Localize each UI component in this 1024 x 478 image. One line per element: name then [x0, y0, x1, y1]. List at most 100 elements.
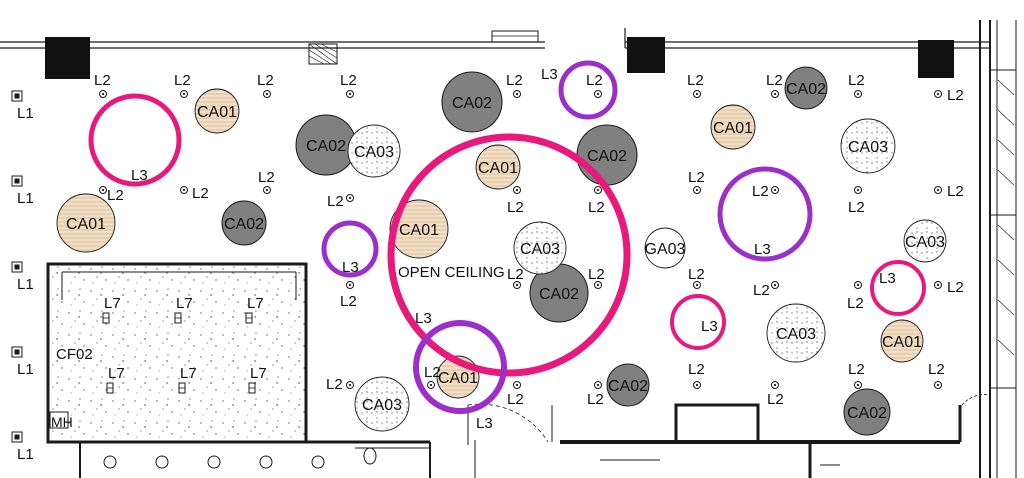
l2-label: L2	[947, 183, 964, 200]
l2-downlight-icon	[513, 90, 521, 98]
l2-label: L2	[847, 295, 864, 312]
markup-pink-circle	[670, 294, 726, 350]
l2-label: L2	[257, 72, 274, 89]
l2-label: L2	[947, 279, 964, 296]
ca03-label: CA03	[362, 397, 402, 414]
l2-label: L2	[327, 193, 344, 210]
l1-fixture-icon	[11, 346, 23, 358]
l2-label: L2	[507, 391, 524, 408]
light-fixtures	[11, 90, 942, 443]
l7-fixture-icon	[102, 312, 110, 324]
l7-fixture-icon	[106, 382, 114, 394]
ca01-label: CA01	[713, 120, 753, 137]
l2-downlight-icon	[513, 381, 521, 389]
l2-downlight-icon	[346, 194, 354, 202]
l2-downlight-icon	[99, 186, 107, 194]
l7-label: L7	[104, 295, 121, 312]
ca01-label: CA01	[438, 370, 478, 387]
l2-downlight-icon	[854, 186, 862, 194]
l2-label: L2	[94, 72, 111, 89]
l3-label: L3	[754, 241, 771, 258]
l3-label: L3	[476, 415, 493, 432]
ca03-cloud: CA03	[354, 376, 410, 432]
l1-label: L1	[17, 446, 34, 463]
ca02-cloud: CA02	[784, 66, 828, 110]
mh-label: MH	[51, 414, 73, 430]
l3-label: L3	[131, 167, 148, 184]
l2-downlight-icon	[346, 90, 354, 98]
markup-purple-circle	[413, 320, 507, 414]
l2-label: L2	[192, 185, 209, 202]
l2-label: L2	[588, 266, 605, 283]
ca02-label: CA02	[786, 81, 826, 98]
l2-downlight-icon	[771, 186, 779, 194]
ca01-cloud: CA01	[880, 319, 924, 363]
ca03-label: CA03	[905, 234, 945, 251]
ca03-cloud: CA03	[513, 221, 567, 275]
l2-downlight-icon	[934, 90, 942, 98]
l7-label: L7	[250, 365, 267, 382]
l2-label: L2	[107, 187, 124, 204]
ca02-cloud: CA02	[295, 114, 357, 176]
ca03-label: CA03	[520, 241, 560, 258]
l2-label: L2	[174, 72, 191, 89]
structural-columns	[45, 37, 954, 79]
l2-label: L2	[766, 72, 783, 89]
l2-downlight-icon	[346, 381, 354, 389]
l2-label: L2	[688, 361, 705, 378]
l2-downlight-icon	[693, 186, 701, 194]
l2-label: L2	[752, 183, 769, 200]
l2-downlight-icon	[180, 186, 188, 194]
open-ceiling-label: OPEN CEILING	[398, 264, 505, 281]
l2-label: L2	[588, 199, 605, 216]
l2-downlight-icon	[594, 90, 602, 98]
ga03-cloud: GA03	[645, 227, 686, 269]
l2-downlight-icon	[934, 281, 942, 289]
l2-label: L2	[928, 361, 945, 378]
ca02-cloud: CA02	[606, 363, 650, 407]
ca02-cloud: CA02	[441, 71, 503, 133]
l2-label: L2	[506, 72, 523, 89]
l2-label: L2	[340, 293, 357, 310]
l3-label: L3	[415, 310, 432, 327]
l3-label: L3	[701, 318, 718, 335]
markup-circles	[88, 60, 926, 414]
l2-downlight-icon	[934, 186, 942, 194]
ca02-cloud: CA02	[529, 263, 589, 323]
l2-downlight-icon	[180, 90, 188, 98]
ceiling-finish-area	[46, 262, 308, 444]
markup-purple-circle	[717, 166, 813, 262]
l7-label: L7	[176, 295, 193, 312]
l2-downlight-icon	[594, 381, 602, 389]
l2-downlight-icon	[263, 90, 271, 98]
ca03-label: CA03	[776, 326, 816, 343]
l3-label: L3	[342, 259, 359, 276]
ca03-cloud: CA03	[903, 219, 947, 263]
markup-pink-circle	[387, 133, 631, 377]
l2-downlight-icon	[263, 186, 271, 194]
ca01-label: CA01	[882, 334, 922, 351]
l2-label: L2	[753, 282, 770, 299]
ca02-label: CA02	[452, 95, 492, 112]
cf02-label: CF02	[56, 346, 93, 363]
l2-label: L2	[688, 169, 705, 186]
ga03-label: GA03	[645, 241, 686, 258]
l1-fixture-icon	[11, 261, 23, 273]
l2-label: L2	[587, 391, 604, 408]
l2-label: L2	[947, 87, 964, 104]
ca02-label: CA02	[587, 148, 627, 165]
l2-downlight-icon	[513, 186, 521, 194]
ca01-cloud: CA01	[389, 199, 449, 259]
l2-downlight-icon	[594, 186, 602, 194]
l1-label: L1	[17, 105, 34, 122]
markup-purple-circle	[321, 220, 379, 278]
l1-fixture-icon	[11, 90, 23, 102]
ca01-cloud: CA01	[194, 88, 240, 134]
l7-label: L7	[108, 365, 125, 382]
l2-downlight-icon	[693, 381, 701, 389]
l7-label: L7	[180, 365, 197, 382]
l1-label: L1	[17, 276, 34, 293]
l2-downlight-icon	[427, 381, 435, 389]
